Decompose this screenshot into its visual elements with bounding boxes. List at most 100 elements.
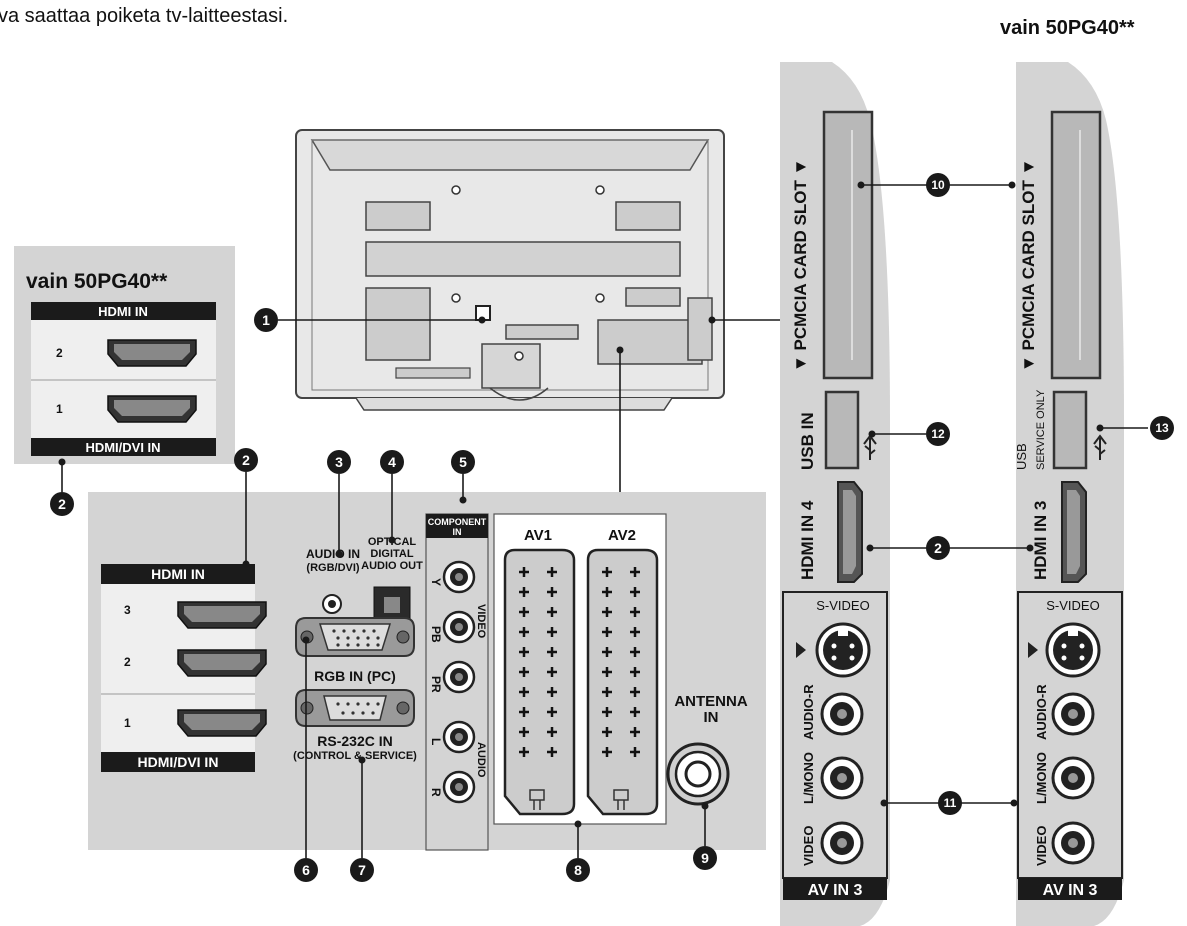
callout-2-inset: 2 <box>50 492 74 516</box>
audio-in-sublabel: (RGB/DVI) <box>306 562 360 574</box>
svg-text:6: 6 <box>302 862 310 878</box>
side1-video-label: VIDEO <box>801 826 816 866</box>
svg-text:7: 7 <box>358 862 366 878</box>
svg-text:2: 2 <box>242 452 250 468</box>
callout-2-main: 2 <box>234 448 258 472</box>
comp-pb-label: PB <box>429 626 443 643</box>
callout-9: 9 <box>693 846 717 870</box>
hdmi-dvi-in-label: HDMI/DVI IN <box>138 754 219 770</box>
inset-port-2-label: 2 <box>56 346 63 360</box>
component-y-jack <box>442 560 476 594</box>
inset-hdmi-port-2 <box>107 339 197 367</box>
component-pb-jack <box>442 610 476 644</box>
side2-svideo-port <box>1045 622 1101 678</box>
antenna-port <box>666 742 730 806</box>
svg-text:11: 11 <box>944 796 957 810</box>
model-note-right: vain 50PG40** <box>1000 17 1135 39</box>
main-connector-panel: HDMI IN 3 2 1 HDMI/DVI IN AUDIO IN (RGB/… <box>88 492 766 851</box>
svg-text:13: 13 <box>1155 421 1169 435</box>
hdmi-port-2 <box>177 649 267 677</box>
callout-6: 6 <box>294 858 318 882</box>
audio-l-jack <box>442 720 476 754</box>
side2-usb-sublabel: SERVICE ONLY <box>1035 389 1047 470</box>
side1-lmono-label: L/MONO <box>801 752 816 804</box>
callout-1: 1 <box>254 308 278 332</box>
inset-hdmi-in-label: HDMI IN <box>98 304 148 319</box>
side1-svideo-port <box>815 622 871 678</box>
optical-label-2: DIGITAL <box>370 548 413 560</box>
component-label-2: IN <box>453 527 462 537</box>
svg-text:5: 5 <box>459 454 467 470</box>
rs232c-port <box>295 689 415 727</box>
hdmi-port-3 <box>177 601 267 629</box>
callout-11: 11 <box>938 791 962 815</box>
side1-video-jack <box>820 821 864 865</box>
rgb-in-port <box>295 617 415 657</box>
svg-text:2: 2 <box>58 496 66 512</box>
comp-pr-label: PR <box>429 676 443 693</box>
callout-5: 5 <box>451 450 475 474</box>
av2-label: AV2 <box>608 527 636 544</box>
side2-video-jack <box>1051 821 1095 865</box>
svg-text:3: 3 <box>335 454 343 470</box>
component-label-1: COMPONENT <box>428 517 487 527</box>
hdmi-port-3-label: 3 <box>124 603 131 617</box>
callout-10: 10 <box>926 173 950 197</box>
optical-label-3: AUDIO OUT <box>361 560 423 572</box>
side1-svideo-label: S-VIDEO <box>816 598 869 613</box>
hdmi-in-label: HDMI IN <box>151 566 205 582</box>
audio-r-jack <box>442 770 476 804</box>
callout-4: 4 <box>380 450 404 474</box>
callout-8: 8 <box>566 858 590 882</box>
side-panel-1: ▼ PCMCIA CARD SLOT ▼ USB IN HDMI IN 4 S-… <box>780 62 890 926</box>
av1-label: AV1 <box>524 527 552 544</box>
inset-port-1-label: 1 <box>56 402 63 416</box>
component-pr-jack <box>442 660 476 694</box>
hdmi-port-1-label: 1 <box>124 716 131 730</box>
comp-y-label: Y <box>429 578 443 586</box>
callout-13: 13 <box>1150 416 1174 440</box>
leader-lines <box>61 184 1148 858</box>
side1-lmono-jack <box>820 756 864 800</box>
side1-usb-label: USB IN <box>798 412 817 470</box>
side1-hdmi-label: HDMI IN 4 <box>798 500 817 580</box>
antenna-label-1: ANTENNA <box>674 693 747 710</box>
caption-fragment: va saattaa poiketa tv-laitteestasi. <box>0 5 288 27</box>
side2-hdmi-label: HDMI IN 3 <box>1031 501 1050 580</box>
side1-audio-r-jack <box>820 692 864 736</box>
left-hdmi-inset: vain 50PG40** HDMI IN 2 1 HDMI/DVI IN <box>14 246 235 464</box>
svg-text:2: 2 <box>934 540 942 556</box>
rgb-in-label: RGB IN (PC) <box>314 668 396 684</box>
callout-3: 3 <box>327 450 351 474</box>
tv-back-illustration <box>295 129 725 411</box>
callout-2-side: 2 <box>926 536 950 560</box>
hdmi-port-1 <box>177 709 267 737</box>
svg-text:12: 12 <box>931 427 945 441</box>
audio-in-label: AUDIO IN <box>306 547 360 561</box>
svg-text:10: 10 <box>931 178 945 192</box>
rs232c-sublabel: (CONTROL & SERVICE) <box>293 750 417 762</box>
comp-l-label: L <box>429 738 443 745</box>
inset-hdmi-dvi-label: HDMI/DVI IN <box>85 440 160 455</box>
svg-text:9: 9 <box>701 850 709 866</box>
side1-av-in-label: AV IN 3 <box>808 882 863 899</box>
svg-text:4: 4 <box>388 454 396 470</box>
video-bracket-label: VIDEO <box>475 604 487 639</box>
svg-text:8: 8 <box>574 862 582 878</box>
side2-audio-r-label: AUDIO-R <box>1034 684 1049 740</box>
audio-bracket-label: AUDIO <box>475 742 487 778</box>
side2-usb-icon <box>1093 434 1107 460</box>
inset-model-note: vain 50PG40** <box>26 270 168 293</box>
side2-lmono-jack <box>1051 756 1095 800</box>
side2-lmono-label: L/MONO <box>1034 752 1049 804</box>
side1-pcmcia-label: ▼ PCMCIA CARD SLOT ▼ <box>791 159 810 372</box>
comp-r-label: R <box>429 788 443 797</box>
callout-12: 12 <box>926 422 950 446</box>
side2-audio-r-jack <box>1051 692 1095 736</box>
scart-av2 <box>586 548 659 816</box>
side2-pcmcia-label: ▼ PCMCIA CARD SLOT ▼ <box>1019 159 1038 372</box>
svg-text:1: 1 <box>262 312 270 328</box>
side2-usb-label: USB <box>1014 443 1029 470</box>
side2-video-label: VIDEO <box>1034 826 1049 866</box>
